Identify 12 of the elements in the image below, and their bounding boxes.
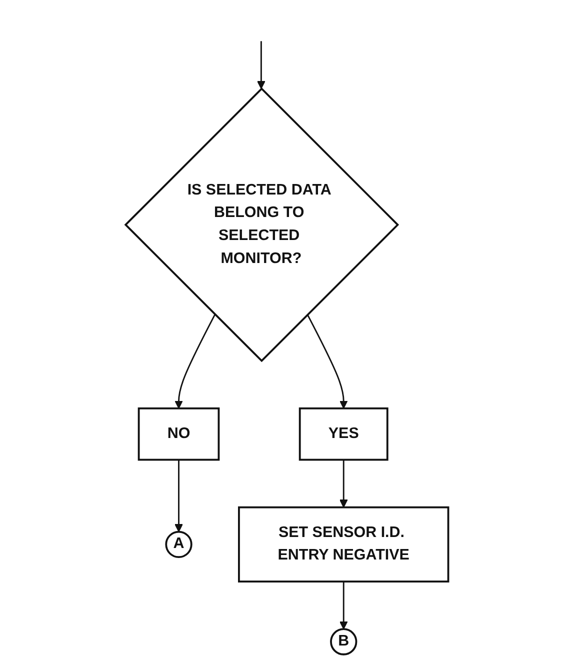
- arrow: [339, 582, 348, 630]
- node-circle: A: [164, 530, 192, 558]
- arrow: [174, 314, 216, 409]
- node-box: SET SENSOR I.D. ENTRY NEGATIVE: [238, 506, 449, 582]
- arrow: [306, 314, 348, 409]
- arrow: [174, 460, 182, 532]
- node-circle: B: [330, 628, 357, 656]
- node-box: NO: [137, 407, 220, 461]
- node-box: YES: [298, 407, 388, 461]
- arrow: [339, 460, 348, 508]
- arrow: [256, 41, 265, 90]
- node-diamond: IS SELECTED DATA BELONG TO SELECTED MONITOR?: [124, 87, 399, 362]
